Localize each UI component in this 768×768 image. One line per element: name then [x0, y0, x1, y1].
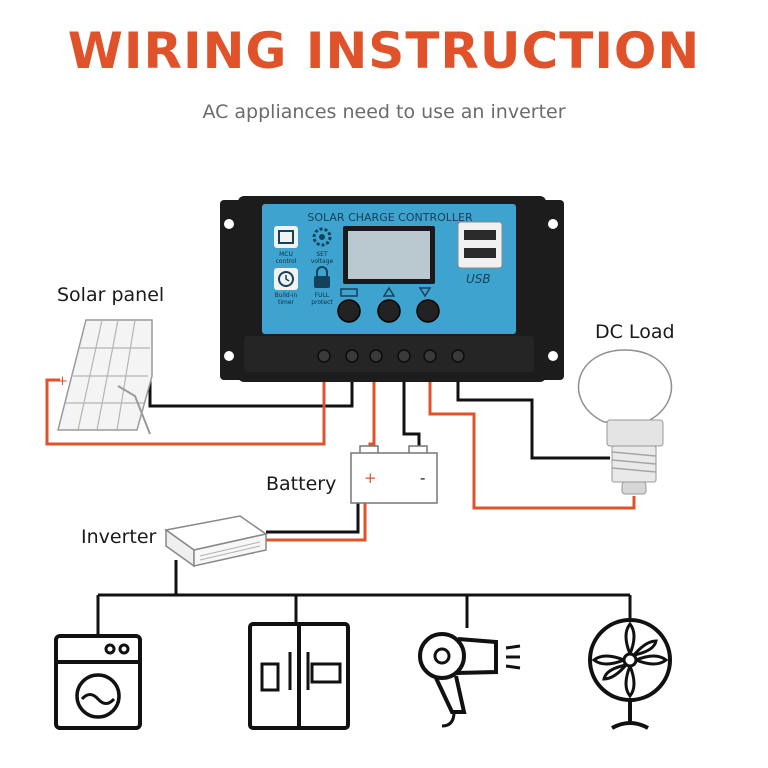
washing-machine-icon: [54, 634, 142, 730]
controller-name: SOLAR CHARGE CONTROLLER: [307, 211, 473, 224]
refrigerator-icon: [248, 622, 350, 730]
menu-button[interactable]: [337, 299, 361, 323]
usb-ports: [457, 221, 503, 269]
svg-text:voltage: voltage: [311, 258, 334, 265]
timer-icon: Build-in timer: [274, 268, 298, 306]
wires: [45, 362, 636, 636]
svg-text:timer: timer: [278, 299, 295, 306]
solar-positive-sign: +: [57, 374, 68, 389]
menu-symbol-icon: [340, 288, 358, 297]
solar-negative-wire: [148, 362, 354, 408]
lock-protect-icon: FULL protect: [311, 266, 333, 306]
down-button[interactable]: [416, 299, 440, 323]
battery-icon: + -: [350, 445, 438, 504]
up-arrow-icon: [382, 286, 396, 297]
svg-text:Build-in: Build-in: [275, 292, 298, 299]
solar-positive-wire: [45, 362, 326, 446]
battery-positive-sign: +: [364, 469, 377, 487]
dc-load-label: DC Load: [595, 321, 675, 343]
set-voltage-icon: SET voltage: [311, 227, 334, 265]
load-positive-wire: [428, 362, 636, 510]
battery-negative-wire: [402, 362, 421, 452]
page-subtitle: AC appliances need to use an inverter: [202, 101, 566, 123]
mount-hole: [224, 219, 234, 229]
mcu-control-icon: MCU control: [274, 226, 298, 265]
battery-negative-sign: -: [420, 469, 425, 487]
svg-text:FULL: FULL: [315, 292, 330, 299]
hair-dryer-icon: [418, 632, 521, 728]
inverter-negative-wire: [266, 503, 360, 534]
solar-panel-label: Solar panel: [57, 284, 165, 306]
terminal-block: [244, 336, 534, 372]
mount-hole: [548, 351, 558, 361]
page-title: WIRING INSTRUCTION: [67, 22, 701, 80]
svg-text:SET: SET: [316, 251, 328, 258]
load-negative-wire: [456, 362, 610, 460]
inverter-positive-wire: [266, 503, 367, 542]
svg-text:MCU: MCU: [279, 251, 293, 258]
fan-icon: [588, 618, 672, 730]
inverter-label: Inverter: [81, 526, 157, 548]
battery-label: Battery: [266, 473, 337, 495]
terminal-screws: [317, 349, 465, 363]
mount-hole: [548, 219, 558, 229]
solar-panel-icon: +: [57, 319, 153, 435]
down-arrow-icon: [418, 287, 432, 298]
svg-text:protect: protect: [311, 299, 333, 306]
up-button[interactable]: [377, 299, 401, 323]
svg-text:control: control: [276, 258, 297, 265]
inverter-icon: [164, 515, 268, 568]
mount-hole: [224, 351, 234, 361]
usb-label: USB: [466, 272, 491, 286]
charge-controller: SOLAR CHARGE CONTROLLER USB MCU control …: [220, 196, 564, 382]
light-bulb-icon: [577, 349, 673, 495]
